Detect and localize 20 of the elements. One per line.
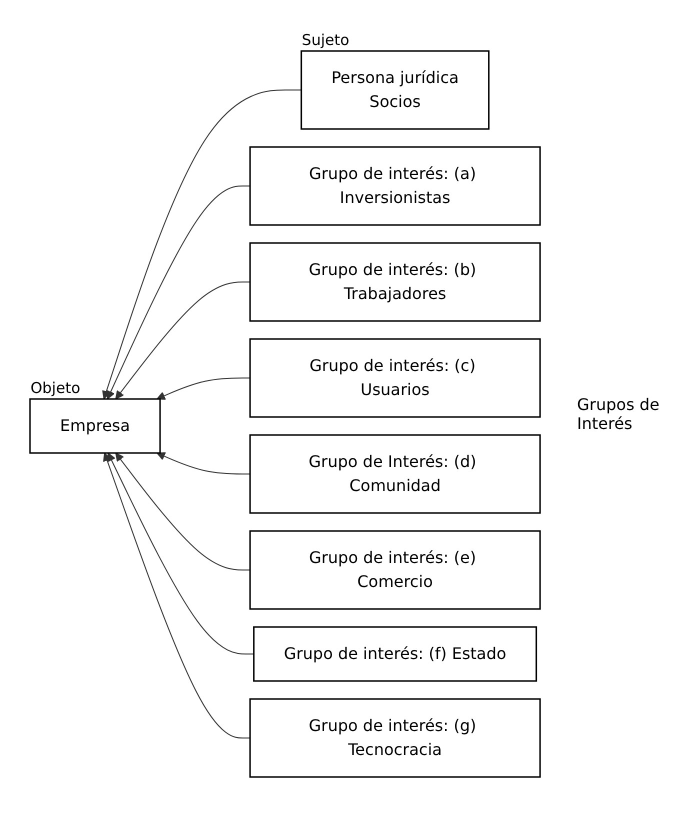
node-box: Grupo de interés: (g) Tecnocracia bbox=[250, 698, 542, 778]
node-box: Persona jurídica Socios bbox=[301, 50, 490, 130]
arrow bbox=[116, 452, 252, 570]
node-box: Grupo de Interés: (d) Comunidad bbox=[250, 434, 542, 514]
node-box: Empresa bbox=[30, 398, 162, 454]
node-box: Grupo de interés: (e) Comercio bbox=[250, 530, 542, 610]
side-caption: Sujeto bbox=[302, 31, 350, 49]
node-box: Grupo de interés: (b) Trabajadores bbox=[250, 242, 542, 322]
arrow bbox=[157, 378, 252, 400]
arrow bbox=[102, 90, 302, 400]
node-box: Grupo de interés: (f) Estado bbox=[254, 626, 538, 682]
node-box: Grupo de interés: (a) Inversionistas bbox=[250, 146, 542, 226]
side-caption: Objeto bbox=[30, 379, 80, 397]
arrow bbox=[116, 282, 252, 400]
node-box: Grupo de interés: (c) Usuarios bbox=[250, 338, 542, 418]
arrow bbox=[107, 186, 252, 400]
arrow bbox=[104, 452, 252, 738]
arrow bbox=[157, 452, 252, 474]
side-label: Grupos de Interés bbox=[577, 395, 660, 433]
arrow bbox=[108, 452, 255, 654]
